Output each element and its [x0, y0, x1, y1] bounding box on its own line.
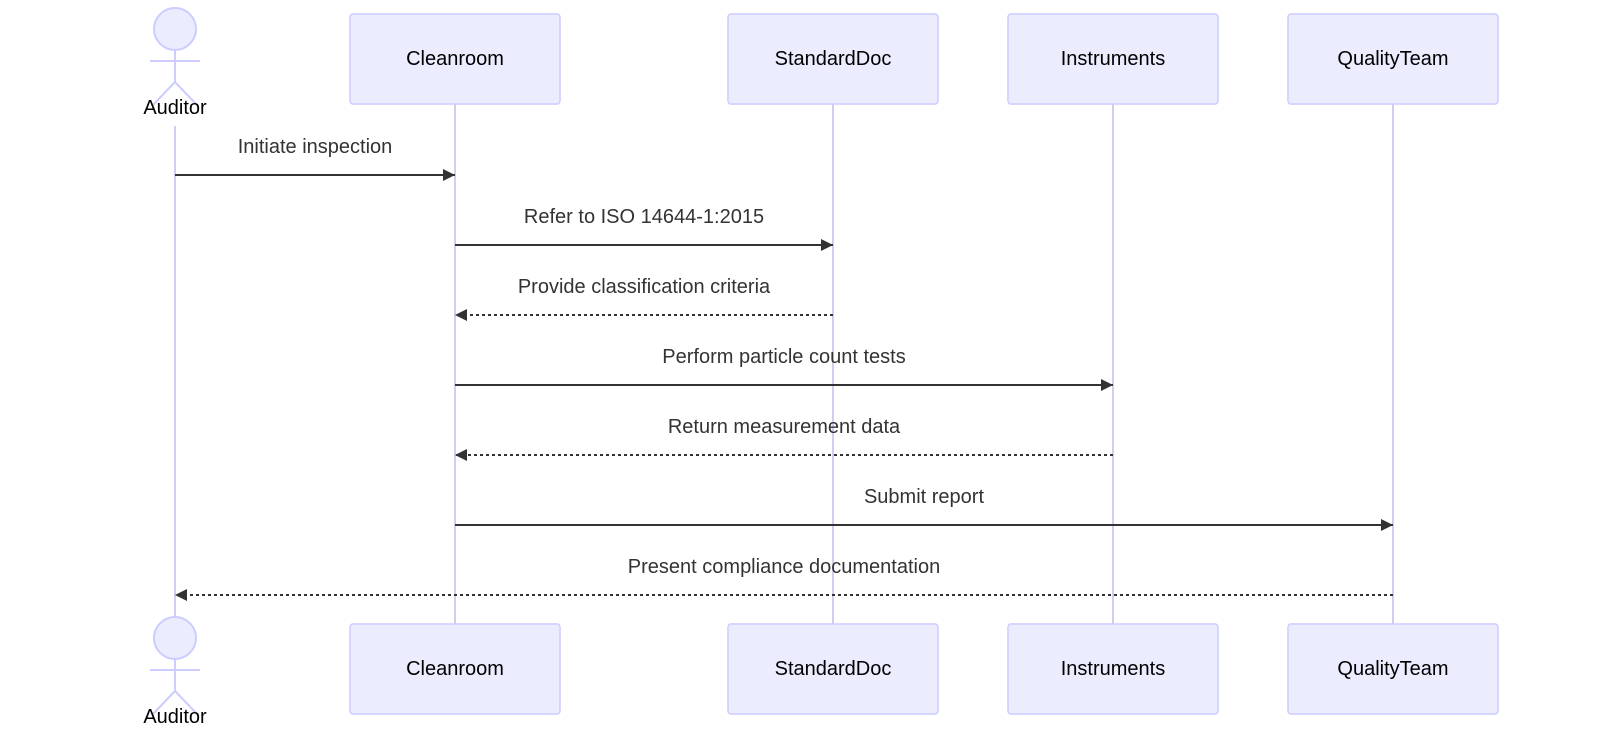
participant-box	[1287, 623, 1499, 715]
participant-qualityteam-top: QualityTeam	[1287, 13, 1499, 105]
message-present-compliance-documentation: Present compliance documentation	[175, 556, 1393, 601]
participant-box	[1007, 13, 1219, 105]
participant-label: QualityTeam	[1337, 48, 1448, 70]
participant-instruments-bottom: Instruments	[1007, 623, 1219, 715]
message-label: Refer to ISO 14644-1:2015	[524, 206, 764, 228]
message-provide-classification-criteria: Provide classification criteria	[455, 276, 833, 321]
message-label: Initiate inspection	[238, 136, 393, 158]
stick-figure-icon	[150, 7, 200, 107]
message-submit-report: Submit report	[455, 486, 1393, 531]
participant-label: Cleanroom	[406, 48, 504, 70]
participant-label: StandardDoc	[775, 658, 892, 680]
participant-cleanroom-top: Cleanroom	[349, 13, 561, 105]
participant-label: Instruments	[1061, 48, 1165, 70]
participant-cleanroom-bottom: Cleanroom	[349, 623, 561, 715]
message-label: Submit report	[864, 486, 984, 508]
participant-box	[727, 623, 939, 715]
message-label: Provide classification criteria	[518, 276, 771, 298]
actor-auditor-top: Auditor	[143, 7, 207, 119]
participant-box	[349, 13, 561, 105]
participant-box	[727, 13, 939, 105]
participant-label: QualityTeam	[1337, 658, 1448, 680]
message-label: Perform particle count tests	[662, 346, 905, 368]
message-label: Return measurement data	[668, 416, 901, 438]
participant-box	[1007, 623, 1219, 715]
actor-auditor-bottom: Auditor	[143, 616, 207, 728]
message-refer-to-iso-14644-1-2015: Refer to ISO 14644-1:2015	[455, 206, 833, 251]
message-return-measurement-data: Return measurement data	[455, 416, 1113, 461]
actor-label: Auditor	[143, 97, 207, 119]
participant-qualityteam-bottom: QualityTeam	[1287, 623, 1499, 715]
participant-box	[1287, 13, 1499, 105]
participant-standarddoc-bottom: StandardDoc	[727, 623, 939, 715]
stick-figure-icon	[150, 616, 200, 716]
actor-label: Auditor	[143, 706, 207, 728]
participant-instruments-top: Instruments	[1007, 13, 1219, 105]
participant-label: Instruments	[1061, 658, 1165, 680]
participant-label: Cleanroom	[406, 658, 504, 680]
message-initiate-inspection: Initiate inspection	[175, 136, 455, 181]
message-perform-particle-count-tests: Perform particle count tests	[455, 346, 1113, 391]
participant-label: StandardDoc	[775, 48, 892, 70]
message-label: Present compliance documentation	[628, 556, 940, 578]
participant-standarddoc-top: StandardDoc	[727, 13, 939, 105]
participant-box	[349, 623, 561, 715]
